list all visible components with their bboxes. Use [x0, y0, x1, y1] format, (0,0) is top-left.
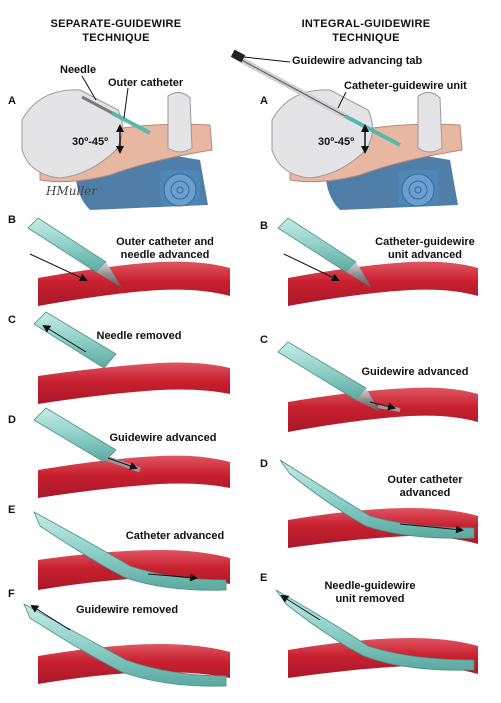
right-guidewire-tube-outline — [235, 56, 346, 117]
left-glove-hand — [21, 89, 123, 179]
right-panel-e-caption-line1: Needle-guidewire — [324, 580, 416, 592]
right-angle-label: 30º-45º — [318, 136, 355, 148]
left-signature-text: HMuller — [46, 184, 97, 198]
left-panel-f-caption: Guidewire removed — [75, 604, 179, 616]
right-panel-c-vessel — [277, 341, 478, 432]
right-panel-d-caption-line1: Outer catheter — [387, 474, 463, 486]
right-panel-c-letter: C — [260, 334, 268, 346]
right-panel-d-vessel — [279, 459, 478, 548]
right-advancing-tab — [230, 49, 246, 63]
left-panel-d-vessel — [33, 407, 230, 498]
left-panel-c-letter: C — [8, 314, 16, 326]
left-title-line2: TECHNIQUE — [82, 32, 150, 44]
left-panel-e-letter: E — [8, 504, 16, 516]
left-panel-b-caption: Outer catheter and needle advanced — [100, 236, 230, 262]
left-angle-label: 30º-45º — [72, 136, 109, 148]
right-panel-b-caption-line2: unit advanced — [388, 249, 462, 261]
right-glove-fingers — [417, 92, 443, 153]
right-panel-c-caption: Guidewire advanced — [361, 366, 469, 378]
right-tab-label-leader — [243, 56, 291, 63]
right-panel-a-scene — [230, 49, 463, 210]
right-catheter-unit — [344, 114, 401, 147]
left-panel-a-scene — [21, 75, 213, 210]
left-panel-b-vessel — [27, 217, 230, 306]
right-panel-e-caption: Needle-guidewire unit removed — [310, 580, 430, 606]
right-tab-label: Guidewire advancing tab — [292, 55, 423, 67]
left-panel-c-caption: Needle removed — [96, 330, 182, 342]
left-glove-fingers — [167, 92, 193, 153]
right-panel-e-vessel — [275, 589, 478, 678]
right-panel-b-vessel — [277, 217, 478, 306]
left-outer-catheter-label: Outer catheter — [108, 77, 184, 89]
left-title-line1: SEPARATE-GUIDEWIRE — [50, 18, 182, 30]
left-panel-f-letter: F — [8, 588, 15, 600]
right-title-line2: TECHNIQUE — [332, 32, 400, 44]
right-unit-label: Catheter-guidewire unit — [344, 80, 467, 92]
right-panel-d-caption-line2: advanced — [399, 487, 451, 499]
right-title-line1: INTEGRAL-GUIDEWIRE — [301, 18, 431, 30]
left-panel-e-vessel — [33, 511, 230, 591]
right-towel-roll — [398, 170, 438, 207]
left-needle-label: Needle — [60, 64, 97, 76]
right-panel-b-letter: B — [260, 220, 268, 232]
right-panel-d-letter: D — [260, 458, 268, 470]
right-panel-d-caption: Outer catheter advanced — [370, 474, 480, 500]
right-panel-b-caption-line1: Catheter-guidewire — [375, 236, 475, 248]
left-needle-label-leader — [81, 75, 97, 101]
left-panel-b-caption-line2: needle advanced — [120, 249, 210, 261]
left-panel-b-caption-line1: Outer catheter and — [116, 236, 214, 248]
left-panel-f-vessel — [23, 603, 230, 687]
left-panel-e-caption: Catheter advanced — [125, 530, 225, 542]
left-panel-d-caption: Guidewire advanced — [109, 432, 217, 444]
left-column-title: SEPARATE-GUIDEWIRE TECHNIQUE — [16, 17, 216, 45]
right-panel-e-letter: E — [260, 572, 268, 584]
right-unit-label-leader — [337, 91, 347, 109]
left-towel-roll — [160, 170, 200, 207]
left-panel-b-letter: B — [8, 214, 16, 226]
right-panel-e-caption-line2: unit removed — [335, 593, 405, 605]
left-outer-catheter — [111, 111, 151, 135]
left-panel-c-vessel — [33, 311, 230, 404]
right-column-title: INTEGRAL-GUIDEWIRE TECHNIQUE — [266, 17, 466, 45]
right-panel-a-letter: A — [260, 95, 268, 107]
left-catheter-label-leader — [123, 87, 129, 119]
right-panel-b-caption: Catheter-guidewire unit advanced — [360, 236, 490, 262]
left-panel-a-letter: A — [8, 95, 16, 107]
left-panel-d-letter: D — [8, 414, 16, 426]
